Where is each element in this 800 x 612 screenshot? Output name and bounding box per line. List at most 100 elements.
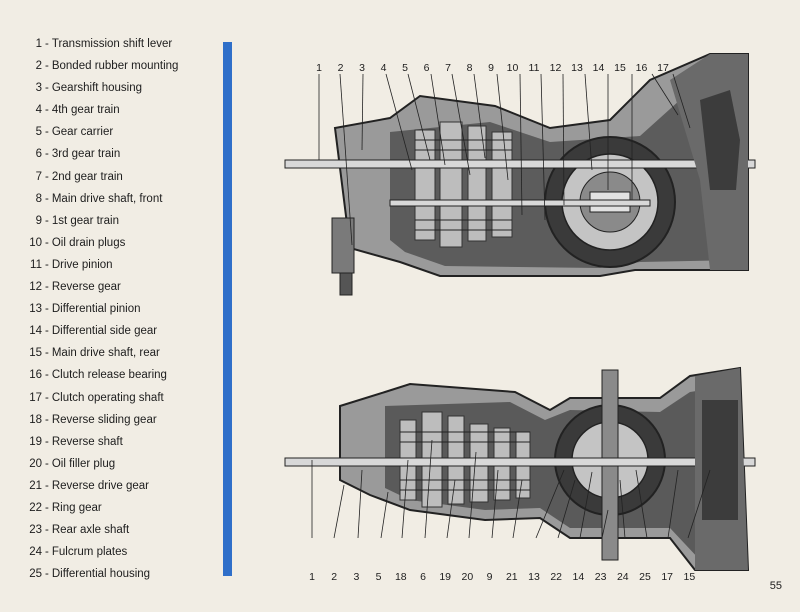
legend-item: 14-Differential side gear bbox=[12, 320, 220, 342]
callout-number: 17 bbox=[661, 571, 674, 583]
callout-number: 22 bbox=[550, 571, 563, 583]
legend-label: Reverse drive gear bbox=[51, 479, 149, 492]
legend-item: 22-Ring gear bbox=[12, 497, 220, 519]
legend-separator: - bbox=[45, 479, 49, 492]
legend-number: 25 bbox=[29, 568, 42, 581]
legend-number: 21 bbox=[29, 479, 42, 492]
legend-label: Oil drain plugs bbox=[51, 236, 126, 249]
legend-separator: - bbox=[45, 369, 49, 382]
legend-separator: - bbox=[45, 281, 49, 294]
top-cutaway-diagram bbox=[284, 53, 756, 296]
callout-number: 9 bbox=[486, 571, 493, 583]
legend-label: Clutch release bearing bbox=[51, 369, 167, 382]
legend-separator: - bbox=[45, 82, 49, 95]
legend-item: 25-Differential housing bbox=[12, 563, 220, 585]
callout-number: 5 bbox=[375, 571, 382, 583]
legend-number: 15 bbox=[29, 347, 42, 360]
legend-number: 20 bbox=[29, 457, 42, 470]
legend-item: 7-2nd gear train bbox=[12, 166, 220, 188]
legend-number: 18 bbox=[29, 413, 42, 426]
legend-label: Reverse shaft bbox=[51, 435, 123, 448]
legend-item: 18-Reverse sliding gear bbox=[12, 409, 220, 431]
callout-number: 3 bbox=[353, 571, 360, 583]
legend-label: Bonded rubber mounting bbox=[51, 60, 179, 73]
legend-item: 12-Reverse gear bbox=[12, 276, 220, 298]
legend-item: 19-Reverse shaft bbox=[12, 431, 220, 453]
legend-separator: - bbox=[45, 38, 49, 50]
legend-separator: - bbox=[45, 568, 49, 581]
legend-label: Fulcrum plates bbox=[51, 546, 128, 559]
legend-label: Differential pinion bbox=[51, 303, 141, 316]
legend-separator: - bbox=[45, 303, 49, 316]
legend-item: 20-Oil filler plug bbox=[12, 453, 220, 475]
legend-label: Main drive shaft, front bbox=[51, 192, 163, 205]
callout-number: 6 bbox=[423, 62, 430, 74]
callout-number: 18 bbox=[394, 571, 407, 583]
callout-number: 6 bbox=[420, 571, 426, 583]
callout-number: 9 bbox=[488, 62, 494, 74]
callout-number: 17 bbox=[657, 62, 669, 74]
legend-separator: - bbox=[45, 391, 49, 404]
legend-label: Gear carrier bbox=[51, 126, 114, 139]
legend-number: 10 bbox=[29, 236, 42, 249]
callout-number: 1 bbox=[316, 62, 322, 74]
callout-number: 4 bbox=[380, 62, 387, 74]
legend-separator: - bbox=[45, 192, 49, 205]
legend-separator: - bbox=[45, 258, 49, 271]
page-number: 55 bbox=[769, 580, 782, 592]
legend-label: Main drive shaft, rear bbox=[51, 347, 160, 360]
legend-item: 5-Gear carrier bbox=[12, 121, 220, 143]
legend-label: Differential side gear bbox=[51, 325, 158, 338]
legend-label: Drive pinion bbox=[51, 258, 113, 271]
legend-number: 16 bbox=[29, 369, 42, 382]
callout-number: 11 bbox=[528, 62, 540, 74]
legend-item: 21-Reverse drive gear bbox=[12, 475, 220, 497]
legend-number: 13 bbox=[29, 303, 42, 316]
legend-number: 19 bbox=[29, 435, 42, 448]
legend-number: 7 bbox=[35, 170, 42, 183]
legend-item: 8-Main drive shaft, front bbox=[12, 188, 220, 210]
legend-label: Clutch operating shaft bbox=[51, 391, 164, 404]
legend-number: 3 bbox=[35, 82, 42, 95]
legend-number: 14 bbox=[29, 325, 42, 338]
accent-bar bbox=[223, 42, 232, 576]
legend-label: Transmission shift lever bbox=[51, 38, 173, 50]
callout-number: 8 bbox=[466, 62, 473, 74]
legend-label: 4th gear train bbox=[51, 104, 120, 117]
callout-number: 20 bbox=[461, 571, 474, 583]
legend-item: 1-Transmission shift lever bbox=[12, 33, 220, 55]
legend-label: Reverse sliding gear bbox=[51, 413, 157, 426]
callout-number: 25 bbox=[639, 571, 651, 583]
legend-separator: - bbox=[45, 413, 49, 426]
callout-number: 24 bbox=[616, 571, 629, 583]
legend-number: 11 bbox=[30, 258, 42, 271]
legend-label: Rear axle shaft bbox=[51, 524, 130, 537]
callout-number: 14 bbox=[572, 571, 585, 583]
legend-item: 23-Rear axle shaft bbox=[12, 519, 220, 541]
callout-number: 7 bbox=[445, 62, 451, 74]
legend-number: 24 bbox=[29, 546, 42, 559]
legend-item: 17-Clutch operating shaft bbox=[12, 387, 220, 409]
callout-number: 15 bbox=[614, 62, 626, 74]
legend-number: 8 bbox=[35, 192, 42, 205]
legend-separator: - bbox=[45, 148, 49, 161]
legend-separator: - bbox=[45, 214, 49, 227]
legend-label: Reverse gear bbox=[51, 281, 121, 294]
legend-label: Differential housing bbox=[51, 568, 151, 581]
legend-separator: - bbox=[45, 435, 49, 448]
callout-number: 2 bbox=[331, 571, 338, 583]
legend-label: Ring gear bbox=[51, 501, 102, 514]
callout-number: 12 bbox=[549, 62, 562, 74]
legend-label: 2nd gear train bbox=[51, 170, 123, 183]
legend-item: 16-Clutch release bearing bbox=[12, 364, 220, 386]
callout-number: 5 bbox=[402, 62, 408, 74]
legend-item: 6-3rd gear train bbox=[12, 143, 220, 165]
legend-number: 17 bbox=[29, 391, 42, 404]
legend-separator: - bbox=[45, 126, 49, 139]
legend-label: 3rd gear train bbox=[51, 148, 121, 161]
callout-number: 23 bbox=[594, 571, 607, 583]
legend-separator: - bbox=[45, 60, 49, 73]
legend-separator: - bbox=[45, 347, 49, 360]
